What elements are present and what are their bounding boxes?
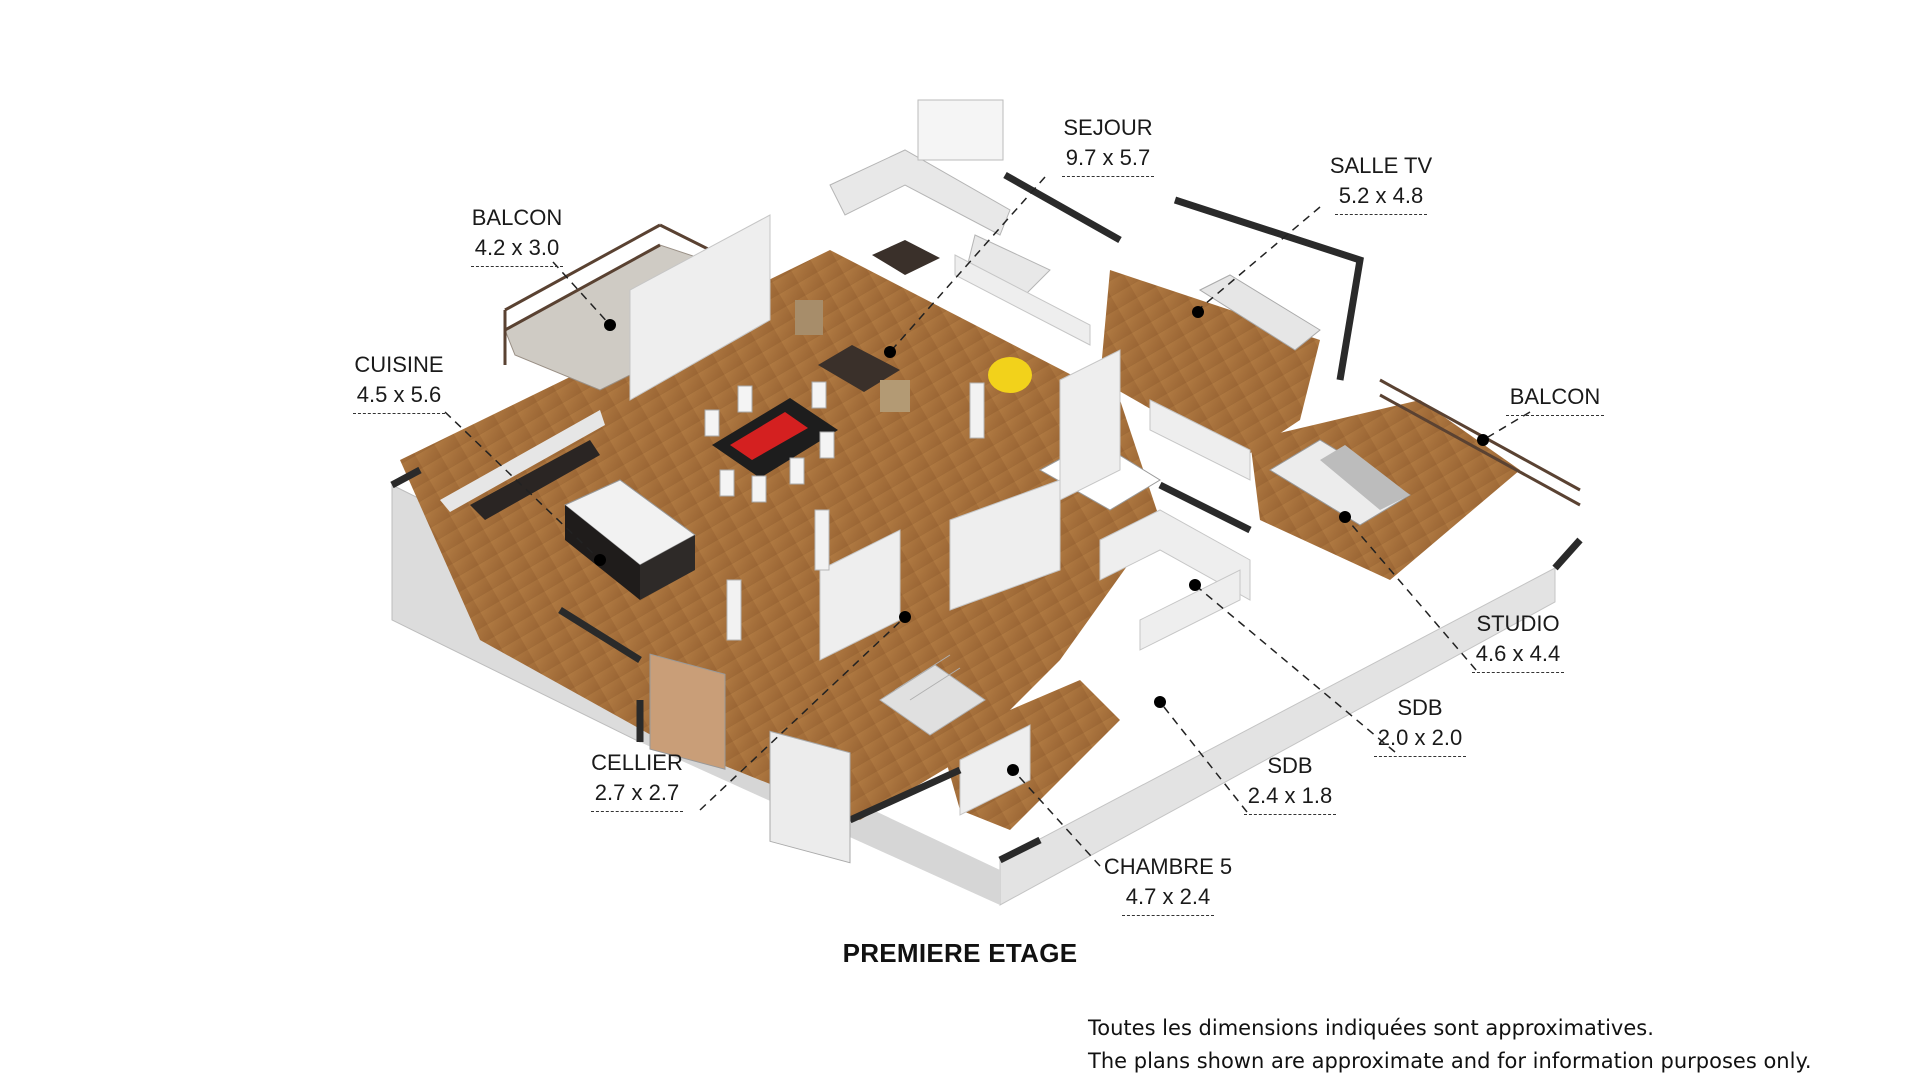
room-name: SEJOUR — [1063, 115, 1153, 140]
label-sdb-2: SDB 2.4 x 1.8 — [1190, 751, 1390, 815]
floor-title: PREMIERE ETAGE — [842, 938, 1078, 968]
marker-cuisine — [594, 554, 606, 566]
room-dimensions: 2.7 x 2.7 — [590, 778, 684, 812]
room-name: CELLIER — [591, 750, 683, 775]
coffee-table-2 — [818, 345, 900, 392]
disclaimer-french: Toutes les dimensions indiquées sont app… — [1088, 1016, 1654, 1040]
studio-bed-blanket — [1320, 445, 1410, 510]
disclaimer-english: The plans shown are approximate and for … — [1088, 1049, 1812, 1073]
room-name: STUDIO — [1476, 611, 1560, 636]
armchair-1 — [795, 300, 823, 335]
room-dimensions: 2.0 x 2.0 — [1373, 723, 1467, 757]
marker-balcon-right — [1477, 434, 1489, 446]
room-markers — [594, 306, 1489, 776]
room-name: SDB — [1267, 753, 1313, 778]
glass-door-chambre — [769, 730, 851, 864]
marker-balcon-left — [604, 319, 616, 331]
room-name: BALCON — [1505, 382, 1605, 416]
armchair-2 — [880, 380, 910, 412]
room-dimensions: 9.7 x 5.7 — [1061, 143, 1155, 177]
label-cellier: CELLIER 2.7 x 2.7 — [537, 748, 737, 812]
room-name: CHAMBRE 5 — [1103, 854, 1233, 879]
room-name: SDB — [1397, 695, 1443, 720]
balcon-left-railing — [503, 223, 721, 365]
label-sejour: SEJOUR 9.7 x 5.7 — [1008, 113, 1208, 177]
room-name: BALCON — [471, 205, 563, 230]
dining-table-runner — [730, 412, 808, 460]
label-balcon-right: BALCON — [1455, 382, 1655, 416]
salle-tv-floor — [1100, 270, 1320, 460]
marker-studio — [1339, 511, 1351, 523]
dining-chairs — [704, 381, 835, 503]
interior-walls — [629, 214, 1251, 816]
columns — [726, 382, 985, 641]
label-sdb-1: SDB 2.0 x 2.0 — [1320, 693, 1520, 757]
marker-salle-tv — [1192, 306, 1204, 318]
room-dimensions: 4.2 x 3.0 — [470, 233, 564, 267]
marker-sdb-2 — [1154, 696, 1166, 708]
room-name: SALLE TV — [1329, 153, 1433, 178]
marker-chambre-5 — [1007, 764, 1019, 776]
marker-sdb-1 — [1189, 579, 1201, 591]
label-studio: STUDIO 4.6 x 4.4 — [1418, 609, 1618, 673]
kitchen-island-base — [565, 505, 640, 600]
window-sejour — [917, 99, 1004, 161]
wall-tops — [390, 171, 1583, 864]
label-chambre-5: CHAMBRE 5 4.7 x 2.4 — [1068, 852, 1268, 916]
room-dimensions: 4.5 x 5.6 — [352, 380, 446, 414]
marker-cellier — [899, 611, 911, 623]
stairs — [879, 654, 986, 736]
room-dimensions: 4.6 x 4.4 — [1471, 639, 1565, 673]
marker-sejour — [884, 346, 896, 358]
label-balcon-left: BALCON 4.2 x 3.0 — [417, 203, 617, 267]
yellow-pouf — [988, 357, 1032, 393]
kitchen-island-base-side — [640, 535, 695, 600]
kitchen-counter — [470, 440, 600, 520]
room-dimensions: 2.4 x 1.8 — [1243, 781, 1337, 815]
room-dimensions: 4.7 x 2.4 — [1121, 882, 1215, 916]
glass-door-cellier — [649, 653, 726, 770]
room-name: CUISINE — [354, 352, 444, 377]
room-dimensions: 5.2 x 4.8 — [1334, 181, 1428, 215]
label-leaders — [444, 176, 1531, 867]
disclaimer: Toutes les dimensions indiquées sont app… — [1088, 1012, 1812, 1078]
label-salle-tv: SALLE TV 5.2 x 4.8 — [1281, 151, 1481, 215]
salle-tv-sofa — [1198, 274, 1321, 351]
coffee-table-1 — [872, 240, 940, 275]
kitchen-counter-top — [440, 410, 605, 512]
label-cuisine: CUISINE 4.5 x 5.6 — [299, 350, 499, 414]
